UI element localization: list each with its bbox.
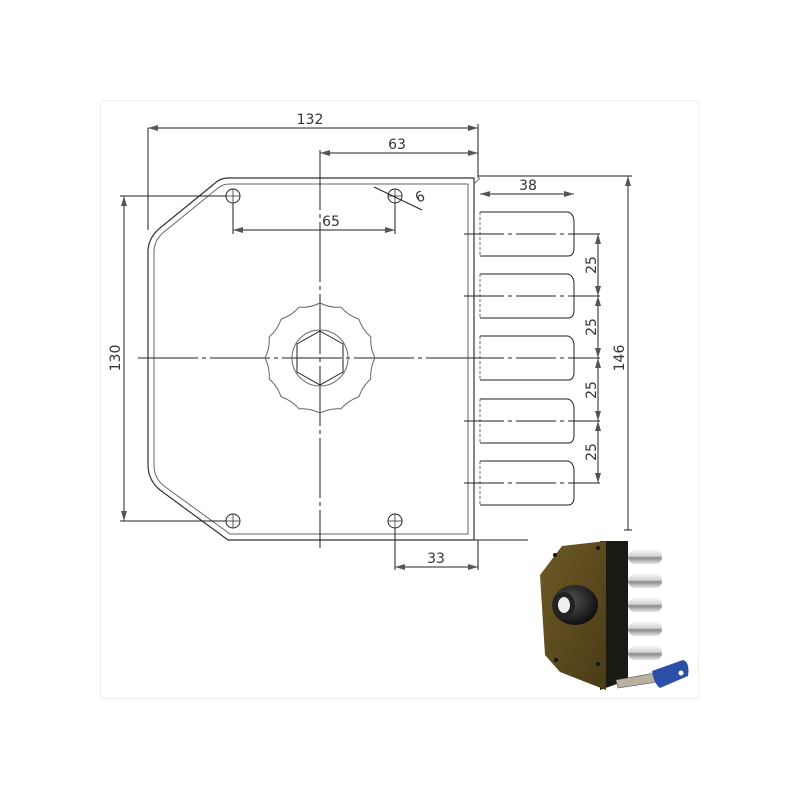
mounting-hole-bottom-right <box>387 513 403 529</box>
drawing-frame <box>100 100 699 699</box>
lock-product-photo <box>540 541 689 690</box>
mounting-hole-bottom-left <box>225 513 241 529</box>
dim-6-label: 6 <box>413 188 428 206</box>
dim-38-label: 38 <box>519 178 537 194</box>
mounting-hole-top-right <box>387 188 403 204</box>
dimension-bolt-length: 38 <box>480 178 574 197</box>
dimension-overall-height: 146 <box>474 175 632 541</box>
dim-130-label: 130 <box>108 345 124 372</box>
dim-25-label-3: 25 <box>584 381 600 399</box>
center-lines <box>138 150 480 548</box>
dim-25-label-1: 25 <box>584 256 600 274</box>
dim-25-label-2: 25 <box>584 318 600 336</box>
dim-25-label-4: 25 <box>584 443 600 461</box>
mounting-hole-top-left <box>225 188 241 204</box>
lock-bolts-chrome <box>628 550 662 660</box>
dim-33-label: 33 <box>427 551 445 567</box>
dimension-hole-to-edge-top: 63 <box>320 137 478 156</box>
bolts <box>464 211 600 506</box>
dimension-overall-width: 132 <box>147 112 479 230</box>
dimension-hole-spacing: 65 <box>232 203 396 234</box>
dimension-hole-to-edge-bottom: 33 <box>394 528 479 570</box>
lock-plate-outline <box>147 177 481 541</box>
dim-63-label: 63 <box>388 137 406 153</box>
dim-132-label: 132 <box>297 112 324 128</box>
dimension-bolt-pitch: 25 25 25 25 <box>584 234 601 483</box>
dimension-hole-diameter: 6 <box>373 186 428 211</box>
dim-146-label: 146 <box>612 345 628 372</box>
dim-65-label: 65 <box>322 214 340 230</box>
dimension-height-holes: 130 <box>108 195 226 522</box>
lock-knob <box>552 585 598 625</box>
key <box>615 660 689 689</box>
central-knob-outline <box>264 302 376 414</box>
